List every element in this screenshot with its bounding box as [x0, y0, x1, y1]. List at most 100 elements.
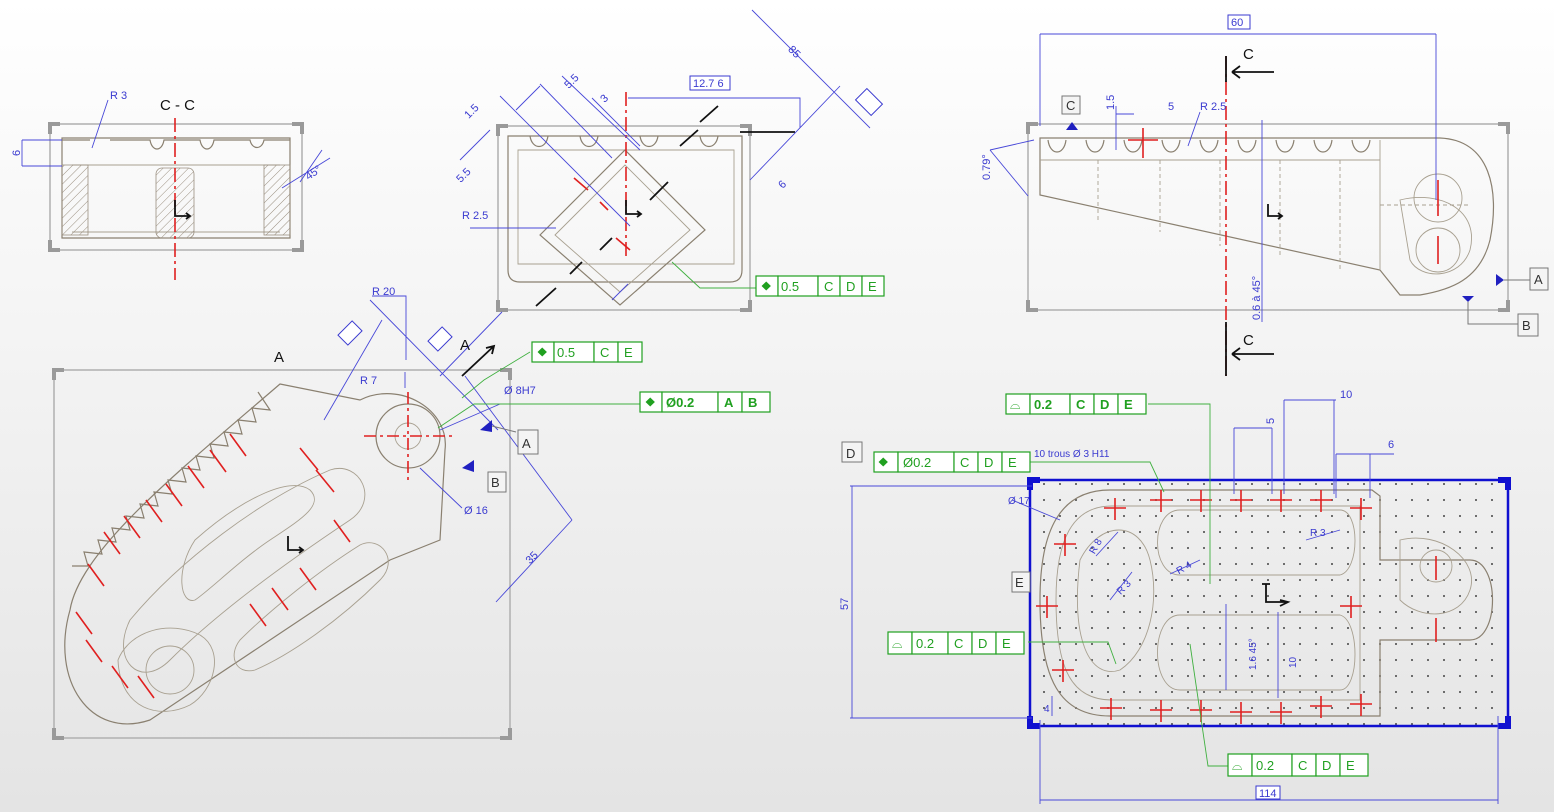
- section-cc-view[interactable]: C - C 6 R 3 45°: [11, 90, 331, 280]
- fcf-top-position-1[interactable]: ⯁ 0.5 C E: [531, 341, 643, 363]
- dim-10-mid: 10: [1288, 656, 1299, 668]
- svg-text:E: E: [1008, 455, 1017, 470]
- dim-dia8h7: Ø 8H7: [504, 385, 536, 397]
- datum-b-side[interactable]: B: [1462, 296, 1539, 337]
- rotated-view[interactable]: 1.5 5.5 3 5.5 R 2.5 85 12.7 6 6 ⯁ 0.5 C …: [454, 9, 885, 312]
- svg-text:B: B: [1522, 318, 1531, 333]
- svg-text:⌓: ⌓: [892, 636, 902, 651]
- dim-r3-right: R 3: [1310, 528, 1326, 539]
- fcf-rotated-position[interactable]: ⯁ 0.5 C D E: [755, 275, 885, 297]
- svg-text:0.2: 0.2: [916, 636, 934, 651]
- view-label-a: A: [274, 349, 284, 366]
- dim-r2.5: R 2.5: [462, 210, 488, 222]
- svg-text:C: C: [960, 455, 969, 470]
- dim-box-rotated: [854, 87, 884, 117]
- fcf-bottom-position[interactable]: ⯁ Ø0.2 C D E: [873, 451, 1031, 473]
- datum-b-top[interactable]: B: [462, 460, 507, 493]
- svg-text:E: E: [1346, 758, 1355, 773]
- svg-text:D: D: [978, 636, 987, 651]
- svg-text:C: C: [600, 345, 609, 360]
- dim-5.5-top: 5.5: [562, 72, 581, 91]
- svg-text:Ø0.2: Ø0.2: [666, 395, 694, 410]
- svg-text:Ø0.2: Ø0.2: [903, 455, 931, 470]
- svg-text:⌓: ⌓: [1232, 758, 1242, 773]
- svg-text:⯁: ⯁: [645, 395, 655, 410]
- datum-d[interactable]: D: [841, 441, 863, 463]
- dim-4: 4: [1044, 704, 1050, 715]
- fcf-bottom-profile-2[interactable]: ⌓ 0.2 C D E: [887, 631, 1025, 655]
- dim-angle: 0.79°: [981, 154, 993, 180]
- dim-57: 57: [839, 598, 851, 610]
- datum-a-side[interactable]: A: [1496, 267, 1549, 291]
- origin-icon: [1262, 583, 1291, 607]
- dim-5: 5: [1265, 418, 1277, 424]
- cut-label-top: C: [1243, 46, 1254, 63]
- dim-5.5-side: 5.5: [454, 166, 473, 185]
- svg-text:⯁: ⯁: [761, 279, 771, 294]
- svg-text:⌓: ⌓: [1010, 397, 1020, 412]
- svg-text:E: E: [1124, 397, 1133, 412]
- dim-r20: R 20: [372, 286, 395, 298]
- dim-dia17: Ø 17: [1008, 496, 1030, 507]
- svg-text:⯁: ⯁: [537, 345, 547, 360]
- svg-text:⯁: ⯁: [878, 455, 888, 470]
- svg-text:C: C: [1066, 98, 1075, 113]
- dim-60: 60: [1231, 17, 1243, 29]
- dim-box-2: [427, 326, 453, 352]
- dim-6: 6: [11, 150, 23, 156]
- view-arrow-label: A: [460, 337, 470, 354]
- svg-text:E: E: [624, 345, 633, 360]
- dim-r3: R 3: [110, 90, 127, 102]
- dim-6: 6: [776, 178, 789, 191]
- svg-text:C: C: [954, 636, 963, 651]
- dim-5: 5: [1168, 101, 1174, 113]
- svg-text:B: B: [748, 395, 757, 410]
- dim-6: 6: [1388, 439, 1394, 451]
- top-view[interactable]: A R 20 R 7 Ø 8H7 Ø 16 35 A A B: [52, 286, 771, 740]
- dim-10-top: 10: [1340, 389, 1352, 401]
- dim-114: 114: [1259, 788, 1277, 800]
- svg-text:E: E: [868, 279, 877, 294]
- svg-text:E: E: [1002, 636, 1011, 651]
- fcf-top-position-2[interactable]: ⯁ Ø0.2 A B: [639, 391, 771, 413]
- fcf-bottom-profile-3[interactable]: ⌓ 0.2 C D E: [1227, 753, 1369, 777]
- svg-text:0.2: 0.2: [1256, 758, 1274, 773]
- dim-chamfer: 0.6 à 45°: [1251, 276, 1263, 320]
- origin-icon: [625, 200, 643, 218]
- dim-box-1: [337, 320, 363, 346]
- svg-text:A: A: [1534, 272, 1543, 287]
- svg-text:A: A: [522, 436, 531, 451]
- origin-icon: [287, 536, 305, 554]
- origin-icon: [1267, 204, 1284, 220]
- fcf-bottom-profile-1[interactable]: ⌓ 0.2 C D E: [1005, 393, 1147, 415]
- bottom-view[interactable]: 114 10 5 6 10 trous Ø 3 H11 Ø 17 R 3 R 8…: [839, 389, 1511, 804]
- svg-text:D: D: [1322, 758, 1331, 773]
- svg-text:C: C: [824, 279, 833, 294]
- dim-holes: 10 trous Ø 3 H11: [1034, 449, 1110, 460]
- dim-1.5: 1.5: [462, 102, 481, 121]
- side-view[interactable]: C C 60 1.5 5 R 2.5 0.79° 0.6 à 45° C A B: [981, 14, 1549, 376]
- svg-text:0.5: 0.5: [557, 345, 575, 360]
- svg-text:0.5: 0.5: [781, 279, 799, 294]
- datum-c[interactable]: C: [1061, 95, 1081, 130]
- cut-label-bottom: C: [1243, 332, 1254, 349]
- svg-text:C: C: [1076, 397, 1086, 412]
- svg-text:D: D: [1100, 397, 1109, 412]
- dim-r2.5: R 2.5: [1200, 101, 1226, 113]
- svg-text:D: D: [846, 279, 855, 294]
- dim-r7: R 7: [360, 375, 377, 387]
- svg-text:C: C: [1298, 758, 1307, 773]
- datum-e[interactable]: E: [1011, 571, 1031, 593]
- svg-text:A: A: [724, 395, 734, 410]
- origin-icon: [174, 200, 192, 220]
- dim-chamfer: 1.6 45°: [1248, 638, 1259, 670]
- dim-1.5: 1.5: [1105, 95, 1117, 110]
- svg-text:E: E: [1015, 575, 1024, 590]
- dim-12.7: 12.7 6: [693, 78, 724, 90]
- datum-a-top[interactable]: A: [480, 420, 539, 455]
- svg-text:D: D: [846, 446, 855, 461]
- dim-3: 3: [598, 92, 611, 105]
- svg-text:B: B: [491, 475, 500, 490]
- dim-dia16: Ø 16: [464, 505, 488, 517]
